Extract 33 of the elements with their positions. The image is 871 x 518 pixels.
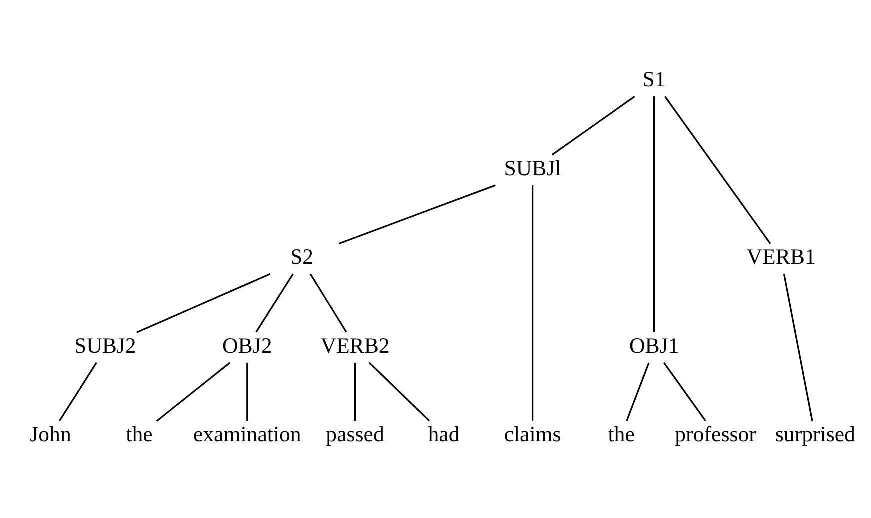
node-text: the (608, 422, 635, 447)
node-text: S1 (642, 68, 666, 92)
connector (354, 362, 356, 422)
connector (552, 96, 636, 156)
connector (664, 96, 772, 244)
node-text: passed (326, 422, 384, 447)
connector (310, 274, 348, 333)
connector (136, 273, 271, 334)
connector (783, 274, 814, 422)
node-text: VERB2 (320, 334, 390, 358)
node-text: OBJ2 (222, 334, 272, 358)
connector (664, 362, 706, 422)
connector (156, 362, 231, 422)
node-text: OBJ1 (629, 334, 680, 358)
node-text: surprised (775, 422, 856, 447)
node-text: examination (193, 422, 302, 447)
connector (59, 362, 98, 422)
node-text: S2 (290, 245, 314, 270)
connector (338, 184, 496, 245)
connector (368, 362, 430, 422)
node-text: claims (504, 422, 562, 447)
connector (654, 96, 656, 332)
node-text: SUBJl (504, 156, 562, 180)
connector (246, 362, 248, 422)
node-text: SUBJ2 (74, 334, 136, 358)
node-text: VERB1 (746, 245, 816, 270)
connector (256, 274, 294, 333)
node-text: professor (675, 422, 756, 447)
node-text: had (428, 422, 460, 447)
connector (532, 185, 534, 421)
node-text: John (30, 422, 72, 447)
node-text: the (126, 422, 153, 447)
connector (626, 362, 650, 422)
